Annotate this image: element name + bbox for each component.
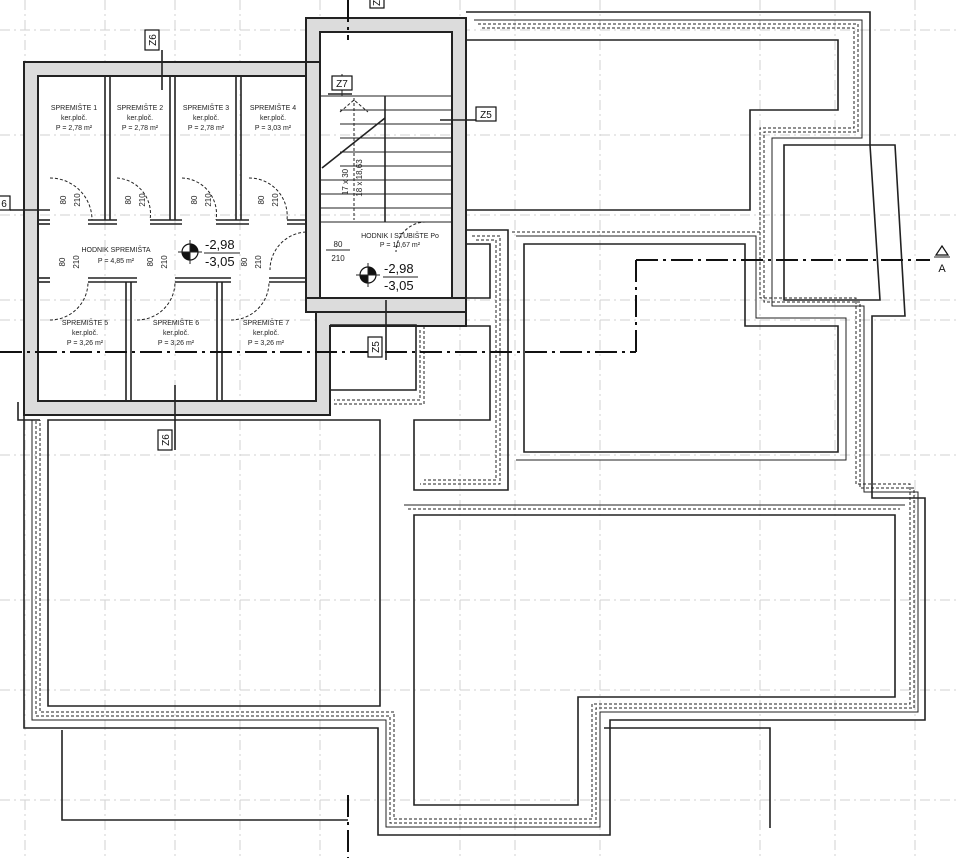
door-dim-h: 210 (254, 255, 263, 269)
svg-text:Z6: Z6 (161, 434, 172, 446)
door-dim-h: 210 (138, 193, 147, 207)
door-dim-h: 210 (331, 254, 345, 263)
svg-text:Z7: Z7 (336, 79, 348, 90)
stair-dim-b: 18 x 18,63 (355, 159, 364, 197)
section-marker-a: A (934, 244, 950, 275)
room-name-7: SPREMIŠTE 7 (243, 318, 289, 327)
wall-tag-z5-right: Z5 (440, 106, 497, 122)
wall-tag-left: 6 (0, 195, 50, 211)
door-dim-w: 80 (190, 195, 199, 204)
door-dim-w: 80 (58, 257, 67, 266)
level-marker-right: -2,98 -3,05 (356, 261, 418, 293)
room-area-stair-hall: P = 10,67 m² (380, 242, 421, 249)
wall-tag-top: Z (369, 0, 385, 9)
door-dim-h: 210 (204, 193, 213, 207)
room-area-3: P = 2,78 m² (188, 125, 225, 132)
terrace-outlines (17, 11, 926, 836)
door-dim-h: 210 (160, 255, 169, 269)
door-dim-w: 80 (146, 257, 155, 266)
svg-text:Z5: Z5 (371, 341, 382, 353)
room-name-4: SPREMIŠTE 4 (250, 103, 296, 112)
room-finish-5: ker.ploč. (72, 330, 98, 337)
room-area-4: P = 3,03 m² (255, 125, 292, 132)
staircase (320, 74, 452, 223)
room-finish-1: ker.ploč. (61, 115, 87, 122)
room-labels: SPREMIŠTE 1 ker.ploč. P = 2,78 m² SPREMI… (51, 103, 439, 347)
room-area-5: P = 3,26 m² (67, 340, 104, 347)
wall-tag-z6-top: Z6 (144, 29, 163, 90)
stair-dim-a: 17 x 30 (341, 168, 350, 195)
storage-partitions (38, 76, 306, 401)
svg-text:Z5: Z5 (480, 110, 492, 121)
level-top: -2,98 (384, 261, 414, 276)
level-bottom: -3,05 (205, 254, 235, 269)
room-name-corridor: HODNIK SPREMIŠTA (81, 245, 150, 254)
door-dim-w: 80 (257, 195, 266, 204)
svg-text:6: 6 (1, 199, 7, 210)
svg-text:Z: Z (372, 0, 383, 6)
room-name-5: SPREMIŠTE 5 (62, 318, 108, 327)
room-finish-2: ker.ploč. (127, 115, 153, 122)
room-area-1: P = 2,78 m² (56, 125, 93, 132)
room-finish-6: ker.ploč. (163, 330, 189, 337)
door-dim-h: 210 (73, 193, 82, 207)
basement-walls (23, 17, 467, 416)
room-finish-3: ker.ploč. (193, 115, 219, 122)
door-dim-h: 210 (271, 193, 280, 207)
room-area-7: P = 3,26 m² (248, 340, 285, 347)
room-area-corridor: P = 4,85 m² (98, 258, 135, 265)
room-finish-7: ker.ploč. (253, 330, 279, 337)
door-dim-h: 210 (72, 255, 81, 269)
section-lines (0, 0, 930, 858)
door-dim-w: 80 (240, 257, 249, 266)
room-name-2: SPREMIŠTE 2 (117, 103, 163, 112)
level-marker-left: -2,98 -3,05 (178, 237, 240, 269)
wall-tag-z7: Z7 (328, 75, 353, 95)
room-name-1: SPREMIŠTE 1 (51, 103, 97, 112)
door-dim-w: 80 (124, 195, 133, 204)
wall-tag-z5-bottom: Z5 (367, 300, 387, 360)
level-bottom: -3,05 (384, 278, 414, 293)
level-top: -2,98 (205, 237, 235, 252)
section-label: A (938, 263, 946, 275)
door-dimensions: 80 210 80 210 80 210 80 210 80 210 80 21… (58, 159, 364, 269)
wall-tag-z6-bottom: Z6 (157, 385, 176, 451)
room-finish-4: ker.ploč. (260, 115, 286, 122)
room-area-2: P = 2,78 m² (122, 125, 159, 132)
door-dim-w: 80 (59, 195, 68, 204)
svg-text:Z6: Z6 (148, 34, 159, 46)
door-dim-w: 80 (334, 240, 343, 249)
room-name-stair-hall: HODNIK I STUBIŠTE Po (361, 231, 439, 240)
room-name-3: SPREMIŠTE 3 (183, 103, 229, 112)
room-name-6: SPREMIŠTE 6 (153, 318, 199, 327)
room-area-6: P = 3,26 m² (158, 340, 195, 347)
